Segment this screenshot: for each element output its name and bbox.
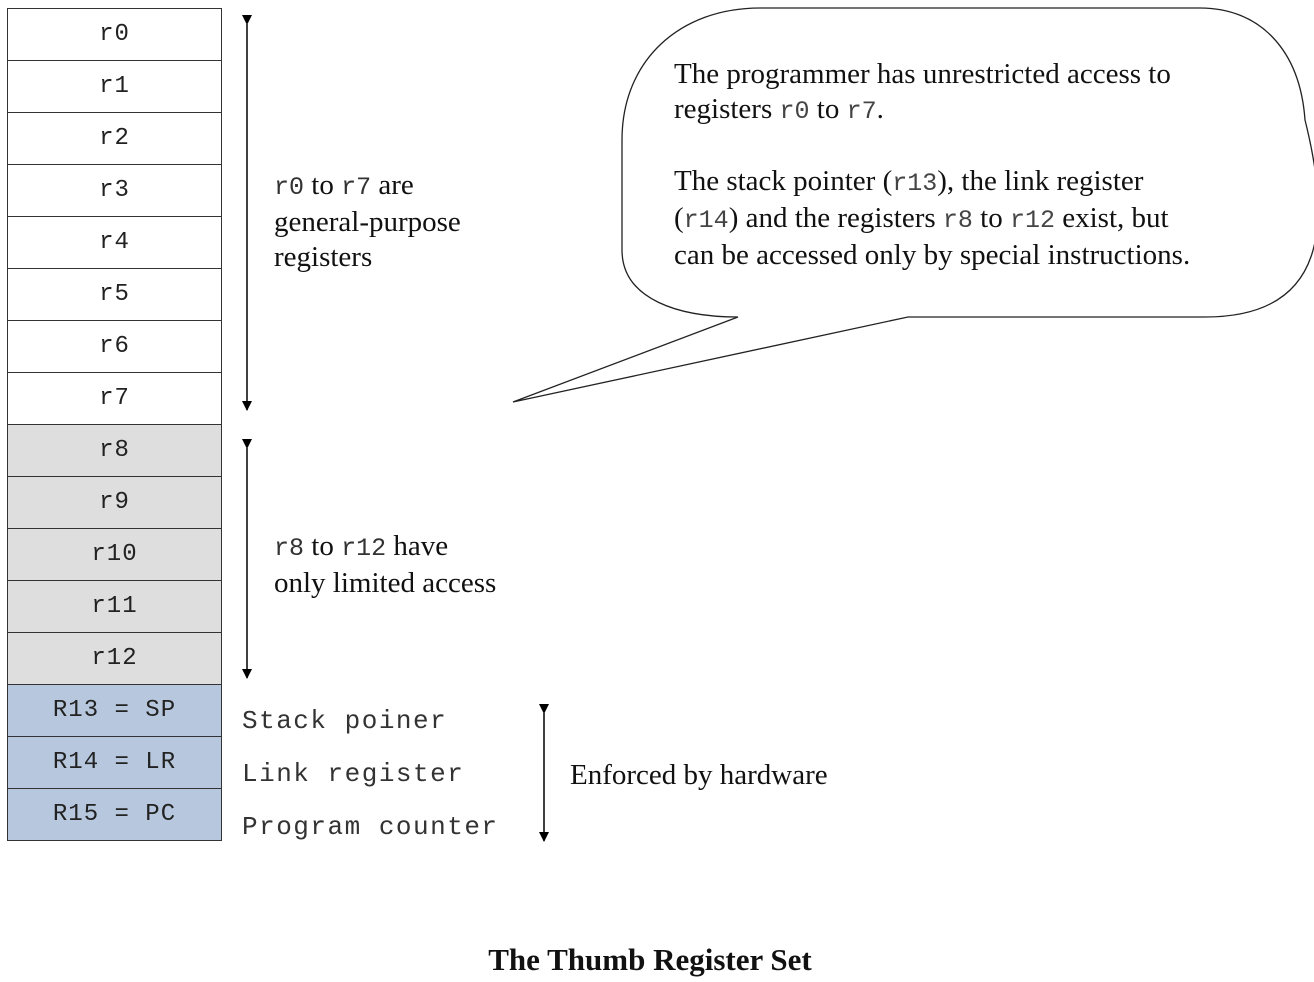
register-r2: r2 (7, 112, 222, 165)
register-r3: r3 (7, 164, 222, 217)
register-r14-lr: R14 = LR (7, 736, 222, 789)
register-r9: r9 (7, 476, 222, 529)
link-register-label: Link register (242, 759, 465, 789)
register-r11: r11 (7, 580, 222, 633)
program-counter-label: Program counter (242, 812, 499, 842)
register-r7: r7 (7, 372, 222, 425)
general-purpose-label: r0 to r7 are general-purpose registers (274, 169, 461, 273)
callout-bubble (512, 7, 1314, 403)
limited-access-label: r8 to r12 have only limited access (274, 530, 497, 599)
register-r6: r6 (7, 320, 222, 373)
register-r8: r8 (7, 424, 222, 477)
register-r0: r0 (7, 8, 222, 61)
callout-paragraph-1: The programmer has unrestricted access t… (674, 58, 1171, 126)
stack-pointer-label: Stack poiner (242, 706, 448, 736)
callout-text: The programmer has unrestricted access t… (674, 57, 1284, 273)
figure-caption: The Thumb Register Set (488, 942, 812, 977)
register-r13-sp: R13 = SP (7, 684, 222, 737)
register-r5: r5 (7, 268, 222, 321)
register-stack: r0 r1 r2 r3 r4 r5 r6 r7 r8 r9 r10 r11 r1… (7, 8, 222, 841)
register-r15-pc: R15 = PC (7, 788, 222, 841)
callout-paragraph-2: The stack pointer (r13), the link regist… (674, 165, 1191, 271)
hardware-label: Enforced by hardware (570, 759, 828, 791)
register-r4: r4 (7, 216, 222, 269)
